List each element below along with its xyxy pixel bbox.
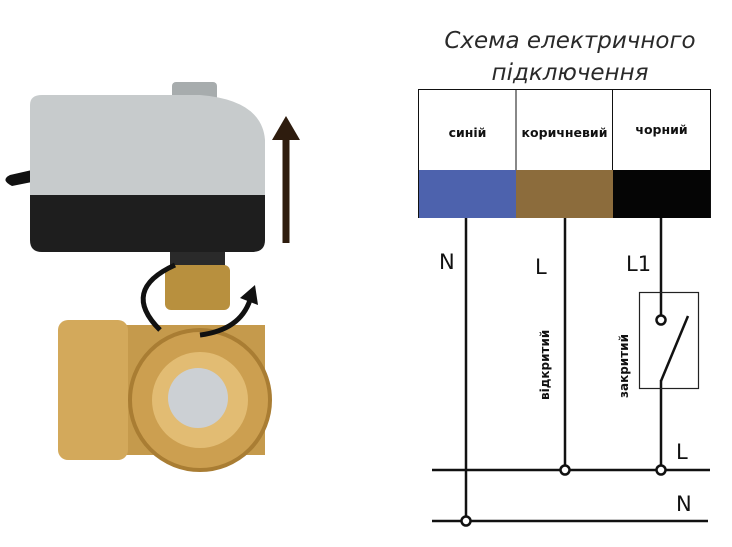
junction <box>460 515 472 527</box>
color-swatch-blue <box>419 170 516 218</box>
terminal-label-l1: L1 <box>626 252 652 276</box>
up-arrow-icon <box>272 116 300 243</box>
bus-n-label: N <box>676 492 692 516</box>
closed-label: закритий <box>617 334 631 398</box>
rotate-arrow-icon <box>240 285 258 305</box>
junction <box>655 464 667 476</box>
color-swatch-brown <box>516 170 613 218</box>
bus-l-label: L <box>676 440 688 464</box>
valve-actuator-illustration <box>5 82 272 472</box>
circuit <box>432 218 710 527</box>
terminal-label-n: N <box>439 250 455 274</box>
wire-color-table <box>418 89 711 218</box>
wire-label-black: чорний <box>635 122 688 137</box>
switch-symbol <box>638 291 700 390</box>
diagram-title-line2: підключення <box>491 60 649 86</box>
cable <box>5 170 32 186</box>
diagram-title-line1: Схема електричного <box>444 28 696 54</box>
wire-label-blue: синій <box>448 125 487 140</box>
open-label: відкритий <box>538 329 552 400</box>
wire-label-brown: коричневий <box>521 125 608 140</box>
color-swatch-black <box>613 170 710 218</box>
actuator-housing <box>30 95 265 195</box>
junction <box>559 464 571 476</box>
terminal-label-l: L <box>535 255 547 279</box>
